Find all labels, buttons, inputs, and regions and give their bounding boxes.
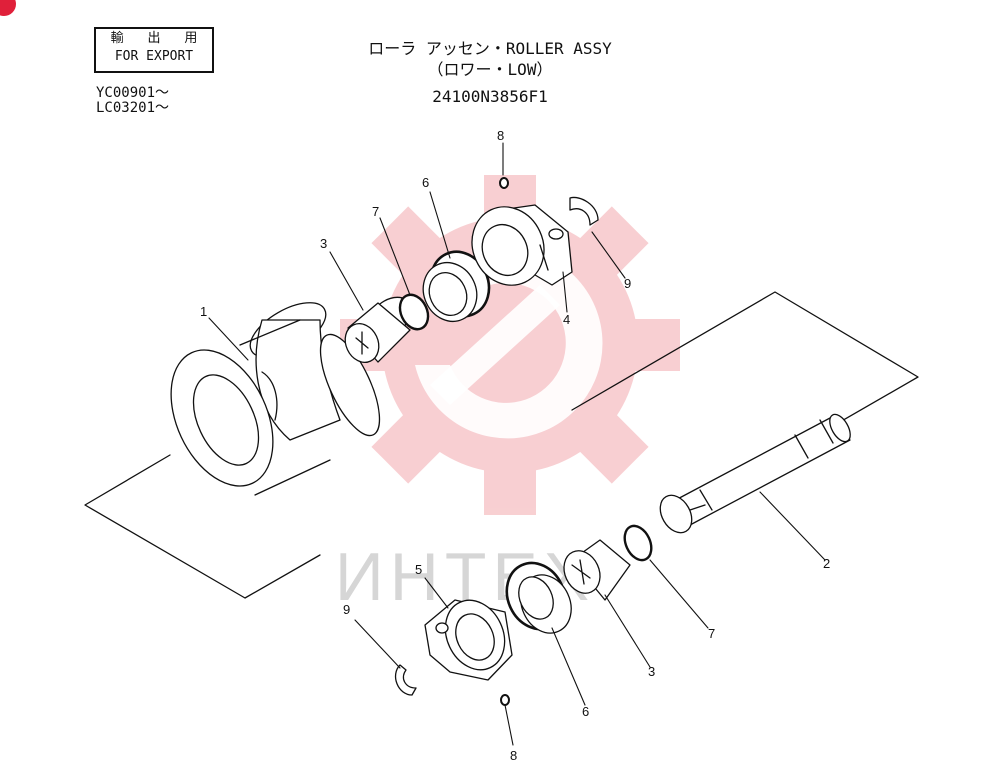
callout-8-upper: 8 xyxy=(497,128,504,143)
callout-9-lower: 9 xyxy=(343,602,350,617)
roller-shaft xyxy=(659,413,851,534)
collar-lower xyxy=(563,539,631,601)
floating-seal-upper xyxy=(422,250,491,322)
floating-seal-lower xyxy=(505,561,572,634)
title-line-1: ローラ アッセン・ROLLER ASSY xyxy=(368,39,612,58)
end-collar-5 xyxy=(424,599,513,681)
callout-5: 5 xyxy=(415,562,422,577)
callout-labels: 1 2 3 3 4 5 6 6 7 7 8 8 9 9 xyxy=(200,128,830,763)
callout-6-lower: 6 xyxy=(582,704,589,719)
callout-2: 2 xyxy=(823,556,830,571)
callout-7-lower: 7 xyxy=(708,626,715,641)
o-ring-lower xyxy=(623,524,653,562)
leader-lines xyxy=(208,142,826,746)
export-label-en: FOR EXPORT xyxy=(114,49,194,64)
callout-8-lower: 8 xyxy=(510,748,517,763)
callout-3-lower: 3 xyxy=(648,664,655,679)
serial-number: YC00901～ xyxy=(96,85,170,101)
serial-number-list: YC00901～ LC03201～ xyxy=(96,86,169,116)
callout-3-upper: 3 xyxy=(320,236,327,251)
callout-6-upper: 6 xyxy=(422,175,429,190)
plug-upper xyxy=(499,177,509,189)
for-export-stamp: 輸 出 用 FOR EXPORT xyxy=(94,27,214,73)
part-number: 24100N3856F1 xyxy=(432,87,548,106)
title-line-2: （ロワー・LOW） xyxy=(427,60,553,79)
callout-7-upper: 7 xyxy=(372,204,379,219)
plug-lower xyxy=(500,694,510,706)
retaining-clip-lower xyxy=(395,664,417,696)
o-ring-upper xyxy=(398,293,430,331)
retaining-clip-upper xyxy=(569,196,599,226)
roller-shell xyxy=(170,302,381,496)
callout-4: 4 xyxy=(563,312,570,327)
corner-marker xyxy=(0,0,16,16)
export-label-jp: 輸 出 用 xyxy=(110,31,206,46)
end-collar-4 xyxy=(471,204,573,286)
diagram-title-block: ローラ アッセン・ROLLER ASSY （ロワー・LOW） 24100N385… xyxy=(330,38,650,107)
callout-1: 1 xyxy=(200,304,207,319)
serial-number: LC03201～ xyxy=(96,100,170,116)
callout-9-upper: 9 xyxy=(624,276,631,291)
